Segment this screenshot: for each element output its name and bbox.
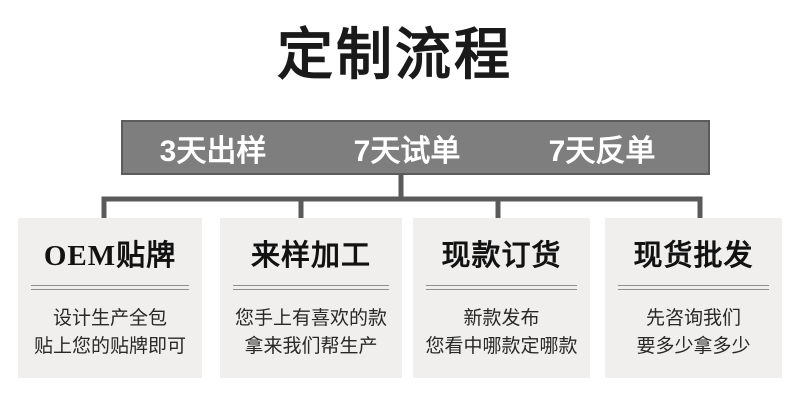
page-title: 定制流程	[277, 25, 513, 87]
card-description-line: 拿来我们帮生产	[244, 336, 378, 357]
card-description-line: 贴上您的贴牌即可	[33, 336, 186, 357]
card-divider	[618, 285, 769, 290]
card-description-line: 您手上有喜欢的款	[234, 308, 387, 329]
process-card-current-style-order: 现款订货 新款发布 您看中哪款定哪款	[413, 218, 590, 378]
card-divider	[233, 285, 389, 290]
card-title: 来样加工	[250, 240, 371, 272]
process-card-oem: OEM贴牌 设计生产全包 贴上您的贴牌即可	[18, 218, 202, 378]
card-divider	[426, 285, 577, 290]
timeline-bar: 3天出样 7天试单 7天反单	[121, 120, 710, 175]
card-description-line: 先咨询我们	[645, 308, 741, 329]
card-description-line: 设计生产全包	[52, 308, 167, 329]
process-card-sample-processing: 来样加工 您手上有喜欢的款 拿来我们帮生产	[220, 218, 402, 378]
process-card-stock-wholesale: 现货批发 先咨询我们 要多少拿多少	[605, 218, 782, 378]
card-title: OEM贴牌	[43, 240, 177, 272]
card-divider	[31, 285, 189, 290]
card-description-line: 您看中哪款定哪款	[425, 336, 578, 357]
card-description-line: 新款发布	[463, 308, 540, 329]
card-description-line: 要多少拿多少	[636, 336, 751, 357]
stage-label-repeat-order: 7天反单	[548, 134, 656, 168]
stage-label-trial-order: 7天试单	[353, 134, 461, 168]
card-title: 现货批发	[633, 240, 754, 272]
stage-label-sample: 3天出样	[159, 134, 267, 168]
card-title: 现款订货	[441, 240, 562, 272]
